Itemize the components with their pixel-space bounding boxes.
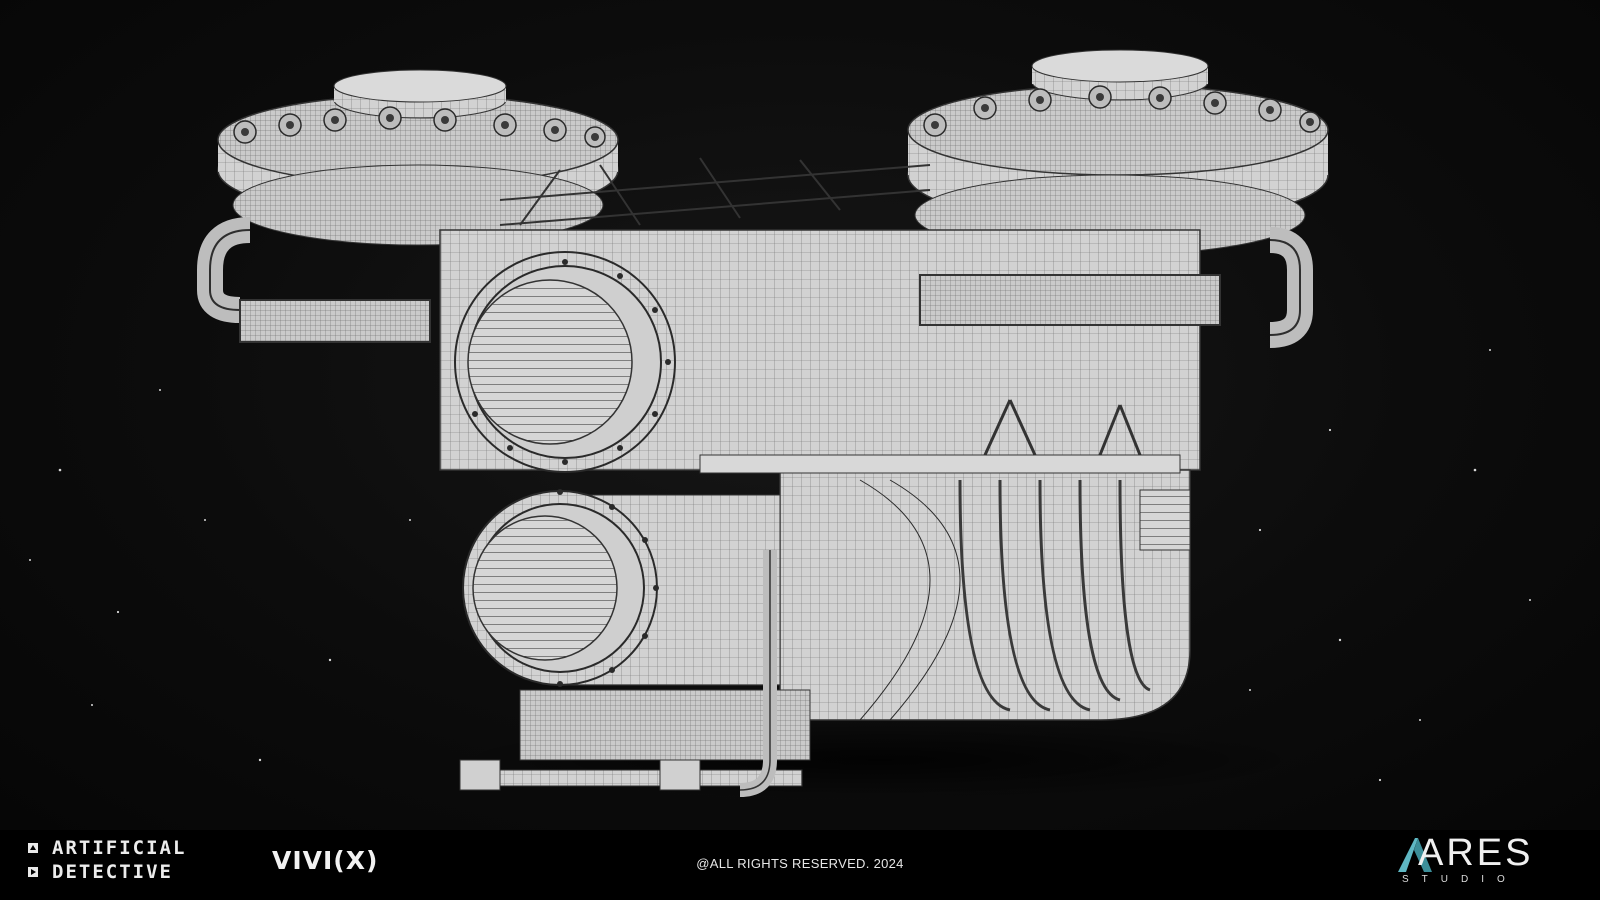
studio-subtitle: STUDIO [1402, 874, 1518, 885]
footer-bar [0, 830, 1600, 900]
base-skid [459, 550, 811, 797]
lower-hatch [462, 489, 781, 687]
artificial-detective-logo: ARTIFICIAL DETECTIVE [28, 836, 228, 888]
render-viewport [0, 0, 1600, 830]
partner-logo: VIVI(X) [272, 846, 379, 875]
triangle-square-icon [28, 843, 38, 853]
upper-hatch [454, 251, 676, 473]
wireframe-engine-render [29, 49, 1531, 800]
studio-name: ARES [1418, 832, 1534, 874]
copyright-text: @ALL RIGHTS RESERVED. 2024 [696, 856, 904, 871]
ares-a-logo [1398, 838, 1432, 872]
pipes [197, 217, 1313, 348]
play-square-icon [28, 867, 38, 877]
brand-line-2: DETECTIVE [52, 861, 173, 883]
right-turbine [907, 49, 1329, 256]
ares-studio-logo: ARES STUDIO [1398, 832, 1573, 890]
left-turbine [217, 69, 619, 246]
starfield [29, 349, 1531, 782]
brand-line-1: ARTIFICIAL [52, 837, 187, 859]
